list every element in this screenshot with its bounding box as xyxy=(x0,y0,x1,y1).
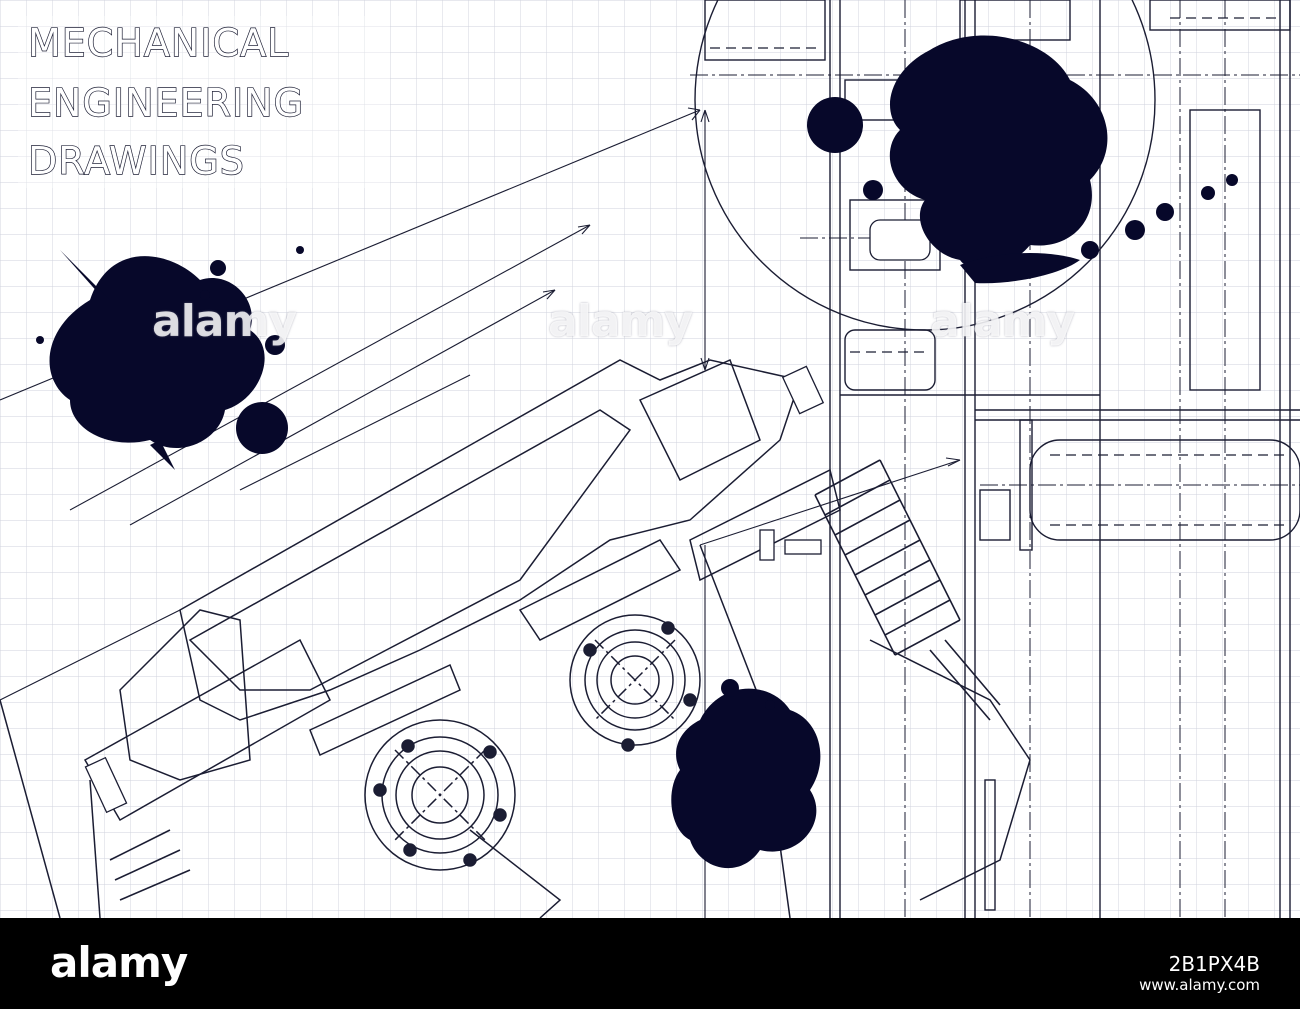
bolts xyxy=(84,219,931,814)
watermark-left: alamy xyxy=(152,296,297,347)
engineering-drawing: MECHANICAL ENGINEERING DRAWINGS alamy al… xyxy=(0,0,1300,918)
watermark-center: alamy xyxy=(548,296,693,347)
title-backdrop xyxy=(18,16,390,188)
watermark-right: alamy xyxy=(930,296,1075,347)
stock-footer: alamy 2B1PX4B www.alamy.com xyxy=(0,918,1300,1009)
dashed-hidden-lines xyxy=(710,17,1290,526)
title-mechanical: MECHANICAL xyxy=(27,21,290,65)
footer-url: www.alamy.com xyxy=(1139,976,1260,994)
alamy-logo: alamy xyxy=(50,938,188,987)
title-engineering: ENGINEERING xyxy=(27,81,305,125)
title-drawings: DRAWINGS xyxy=(27,139,245,183)
image-id: 2B1PX4B xyxy=(1168,952,1260,976)
main-assembly xyxy=(0,358,1031,918)
flange-upper xyxy=(569,614,701,752)
drawing-canvas xyxy=(0,0,1300,918)
flange-lower xyxy=(364,719,562,918)
ink-blots xyxy=(36,35,1238,869)
spring-coil xyxy=(109,459,1001,901)
